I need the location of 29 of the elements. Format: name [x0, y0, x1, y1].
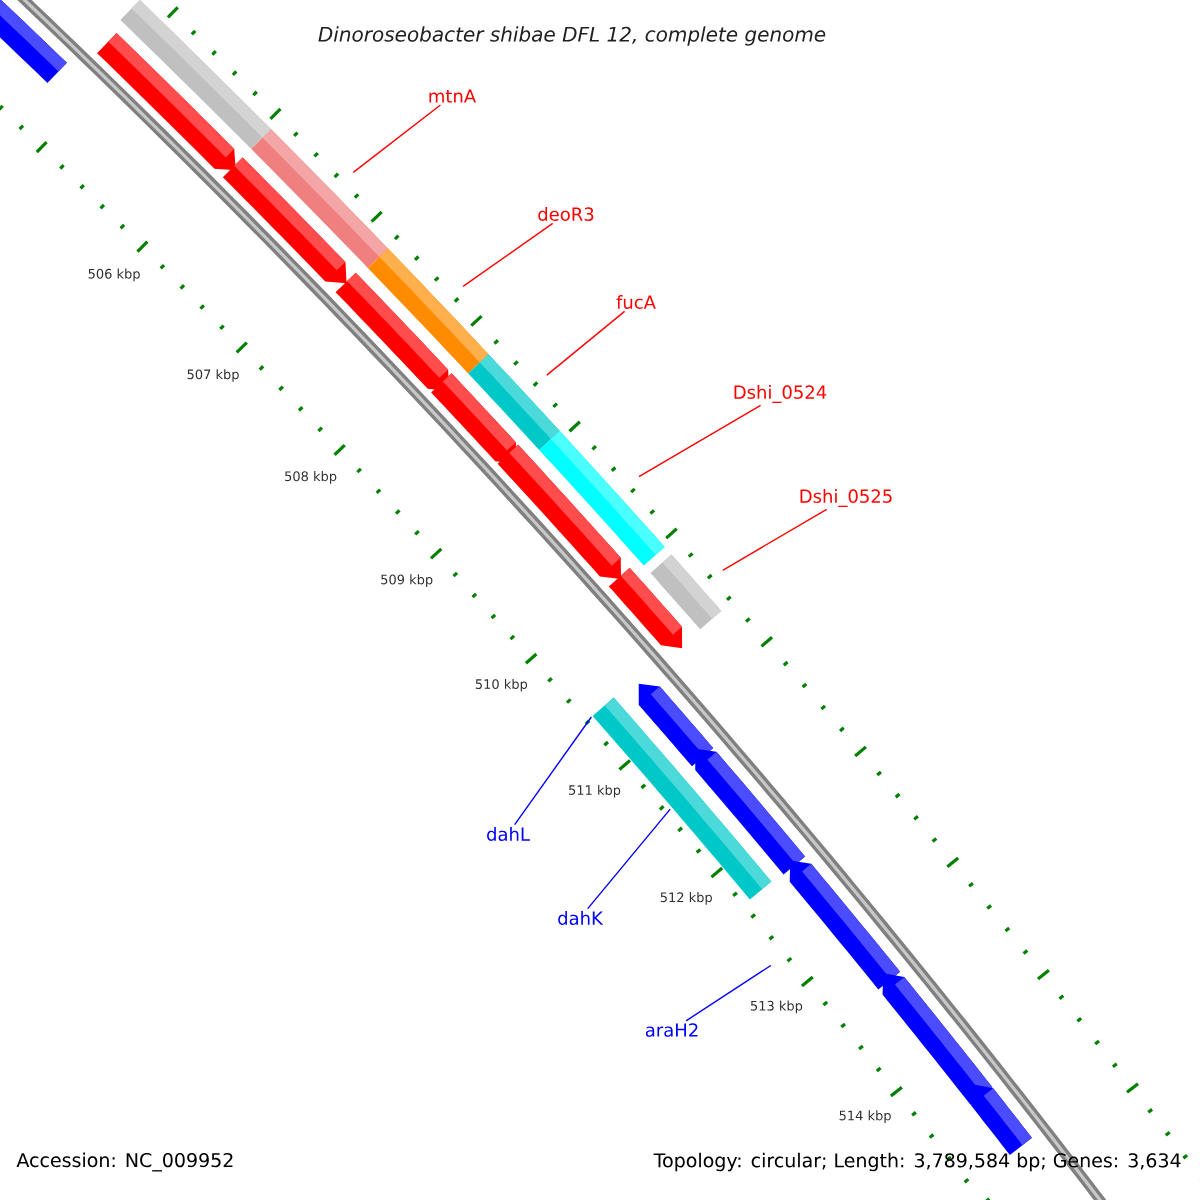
leader-line	[513, 716, 593, 826]
leader-line	[685, 964, 772, 1022]
gene-bar	[789, 860, 901, 990]
gene-bar	[0, 0, 67, 83]
leader-line	[462, 222, 554, 288]
gene-bar	[497, 444, 622, 580]
gene-label: deoR3	[538, 207, 594, 221]
gene-bar	[222, 157, 347, 284]
gene-label: Dshi_0525	[800, 489, 892, 507]
gene-bar	[97, 33, 236, 171]
leader-line	[587, 808, 671, 910]
gene-bar	[882, 973, 993, 1105]
gene-label: araH2	[645, 1023, 698, 1037]
leader-line	[722, 508, 828, 572]
gene-bar	[335, 272, 449, 391]
leader-line	[546, 310, 626, 376]
leader-line	[352, 104, 442, 174]
gene-label: dahL	[487, 827, 530, 841]
gene-label: dahK	[558, 911, 604, 925]
gene-label: fucA	[616, 295, 656, 309]
gene-bar	[608, 567, 683, 649]
genome-info-text: Topology: circular; Length: 3,789,584 bp; Genes: 3,634	[653, 1152, 1181, 1172]
leader-line	[638, 404, 762, 478]
accession-text: Accession: NC_009952	[16, 1152, 233, 1172]
title: Dinoroseobacter shibae DFL 12, complete genome	[318, 26, 826, 46]
gene-bar	[971, 1084, 1032, 1155]
gene-bar	[431, 373, 517, 464]
gene-label: Dshi_0524	[734, 385, 827, 403]
gene-label: mtnA	[429, 89, 476, 103]
